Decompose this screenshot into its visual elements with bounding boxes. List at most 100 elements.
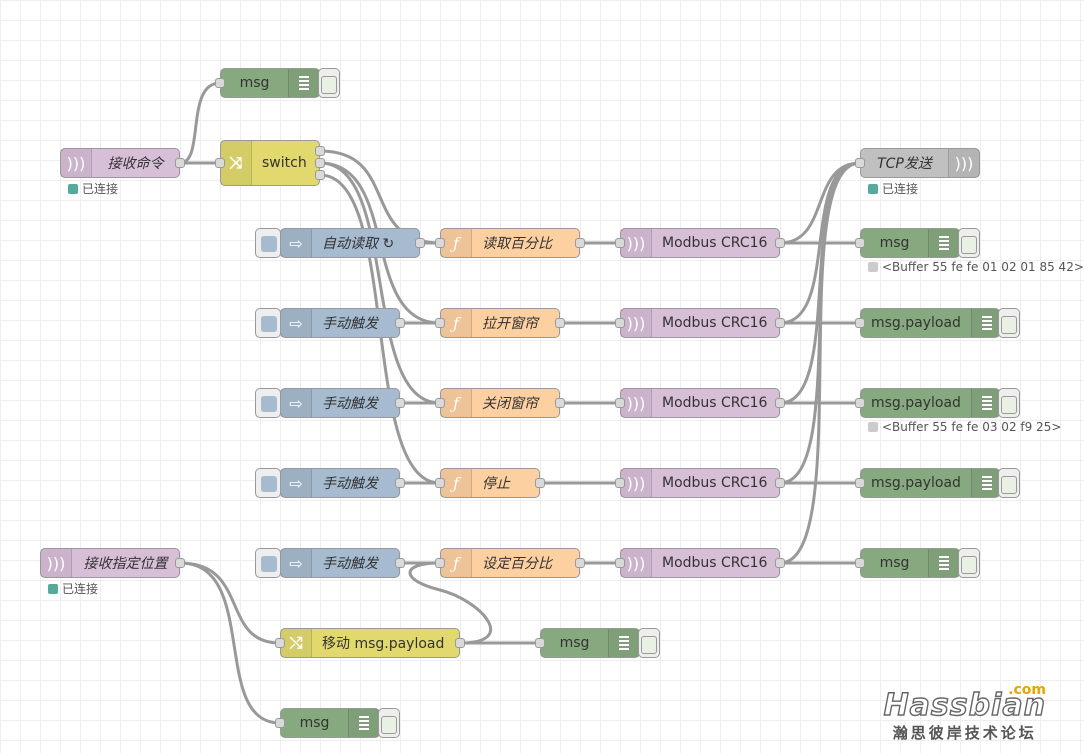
input-port[interactable]: [615, 478, 625, 488]
function-node-open-curtain[interactable]: ƒ 拉开窗帘: [435, 308, 565, 338]
debug-toggle-button[interactable]: [998, 468, 1020, 498]
output-port[interactable]: [395, 558, 405, 568]
arrow-right-icon: ⇨: [281, 469, 312, 497]
debug-node[interactable]: msg.payload: [855, 468, 1002, 498]
function-node-read-percent[interactable]: ƒ 读取百分比: [435, 228, 585, 258]
debug-node-msg-top[interactable]: msg: [215, 68, 320, 98]
inject-trigger-button[interactable]: [255, 548, 281, 578]
inject-trigger-button[interactable]: [255, 228, 281, 258]
input-port[interactable]: [215, 78, 225, 88]
input-port[interactable]: [855, 398, 865, 408]
input-port[interactable]: [855, 318, 865, 328]
function-icon: ƒ: [441, 229, 472, 257]
crc16-node[interactable]: ))) Modbus CRC16: [615, 228, 785, 258]
input-port[interactable]: [615, 318, 625, 328]
output-port-3[interactable]: [315, 170, 325, 180]
debug-node[interactable]: msg: [535, 628, 640, 658]
crc16-node[interactable]: ))) Modbus CRC16: [615, 468, 785, 498]
arrow-right-icon: ⇨: [281, 309, 312, 337]
change-node-move-payload[interactable]: ⤭ 移动 msg.payload: [275, 628, 465, 658]
output-port[interactable]: [395, 478, 405, 488]
wire: [179, 81, 221, 165]
wire: [179, 561, 281, 725]
node-label: 手动触发: [322, 396, 378, 412]
input-port[interactable]: [855, 158, 865, 168]
output-port[interactable]: [775, 238, 785, 248]
output-port[interactable]: [455, 638, 465, 648]
input-port[interactable]: [275, 638, 285, 648]
output-port[interactable]: [415, 238, 425, 248]
debug-toggle-button[interactable]: [998, 308, 1020, 338]
input-port[interactable]: [435, 478, 445, 488]
inject-node-manual-3[interactable]: ⇨ 手动触发: [280, 468, 405, 498]
inject-trigger-button[interactable]: [255, 468, 281, 498]
input-port[interactable]: [435, 398, 445, 408]
output-port[interactable]: [535, 478, 545, 488]
input-port[interactable]: [855, 478, 865, 488]
node-label: 接收命令: [107, 156, 164, 172]
output-port[interactable]: [395, 398, 405, 408]
crc16-node[interactable]: ))) Modbus CRC16: [615, 548, 785, 578]
tcp-out-node[interactable]: TCP发送 ))): [855, 148, 980, 178]
input-port[interactable]: [435, 558, 445, 568]
crc16-node[interactable]: ))) Modbus CRC16: [615, 308, 785, 338]
debug-toggle-button[interactable]: [958, 548, 980, 578]
debug-toggle-button[interactable]: [958, 228, 980, 258]
inject-trigger-button[interactable]: [255, 388, 281, 418]
wire: [408, 561, 493, 645]
input-port[interactable]: [855, 238, 865, 248]
output-port[interactable]: [575, 238, 585, 248]
output-port[interactable]: [775, 398, 785, 408]
debug-node[interactable]: msg.payload: [855, 308, 1002, 338]
output-port[interactable]: [775, 558, 785, 568]
output-port[interactable]: [575, 558, 585, 568]
input-port[interactable]: [535, 638, 545, 648]
output-port[interactable]: [555, 318, 565, 328]
debug-list-icon: [970, 469, 1002, 497]
inject-node-manual-2[interactable]: ⇨ 手动触发: [280, 388, 405, 418]
input-port[interactable]: [615, 238, 625, 248]
debug-toggle-button[interactable]: [318, 68, 340, 98]
status-dot: [48, 583, 58, 594]
function-node-stop[interactable]: ƒ 停止: [435, 468, 545, 498]
watermark: Hassbian .com 瀚思彼岸技术论坛: [883, 682, 1046, 743]
input-port[interactable]: [435, 238, 445, 248]
inject-node-manual-1[interactable]: ⇨ 手动触发: [280, 308, 405, 338]
output-port[interactable]: [175, 558, 185, 568]
debug-node[interactable]: msg: [275, 708, 380, 738]
wire: [319, 161, 441, 405]
output-port-2[interactable]: [315, 158, 325, 168]
shuffle-icon: ⤭: [281, 629, 312, 657]
mqtt-in-node-receive-position[interactable]: ))) 接收指定位置: [40, 548, 185, 578]
output-port-1[interactable]: [315, 146, 325, 156]
function-node-close-curtain[interactable]: ƒ 关闭窗帘: [435, 388, 565, 418]
debug-node[interactable]: msg.payload: [855, 388, 1002, 418]
output-port[interactable]: [775, 478, 785, 488]
debug-toggle-button[interactable]: [638, 628, 660, 658]
debug-toggle-button[interactable]: [998, 388, 1020, 418]
output-port[interactable]: [175, 158, 185, 168]
debug-list-icon: [608, 629, 639, 657]
output-port[interactable]: [555, 398, 565, 408]
input-port[interactable]: [855, 558, 865, 568]
inject-node-manual-4[interactable]: ⇨ 手动触发: [280, 548, 405, 578]
input-port[interactable]: [275, 718, 285, 728]
inject-node-auto-read[interactable]: ⇨ 自动读取 ↻: [280, 228, 425, 258]
input-port[interactable]: [615, 398, 625, 408]
input-port[interactable]: [615, 558, 625, 568]
output-port[interactable]: [775, 318, 785, 328]
switch-node[interactable]: ⤨ switch: [215, 140, 325, 186]
input-port[interactable]: [215, 158, 225, 168]
node-label: msg: [559, 635, 590, 651]
debug-node[interactable]: msg: [855, 548, 960, 578]
debug-toggle-button[interactable]: [378, 708, 400, 738]
input-port[interactable]: [435, 318, 445, 328]
function-node-set-percent[interactable]: ƒ 设定百分比: [435, 548, 585, 578]
node-label: 拉开窗帘: [482, 316, 538, 332]
debug-node[interactable]: msg: [855, 228, 960, 258]
mqtt-in-node-receive-command[interactable]: ))) 接收命令: [60, 148, 185, 178]
crc16-node[interactable]: ))) Modbus CRC16: [615, 388, 785, 418]
inject-trigger-button[interactable]: [255, 308, 281, 338]
output-port[interactable]: [395, 318, 405, 328]
